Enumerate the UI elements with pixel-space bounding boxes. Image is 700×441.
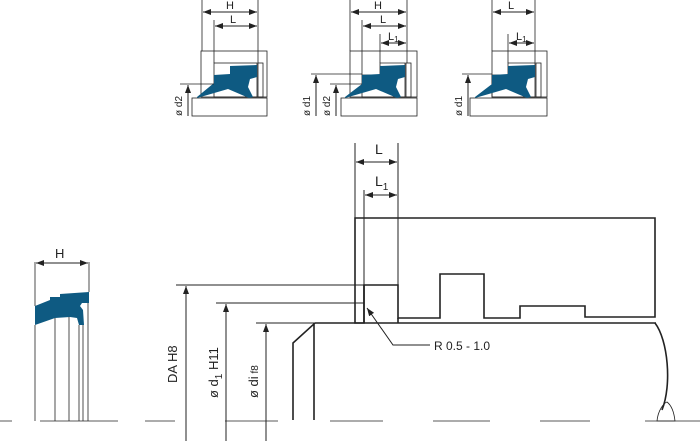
shaft	[191, 97, 268, 117]
dim-L1-label: L1	[388, 31, 399, 44]
shaft-outline	[292, 322, 656, 420]
dim-L1-label: L1	[375, 173, 389, 193]
seal-side-view: H	[34, 246, 90, 421]
dim-DA-label: DA H8	[165, 345, 180, 383]
thumbnail-seal-2: H L L1 ø d1 ø d2	[302, 0, 418, 117]
seal-profile	[345, 65, 405, 98]
dim-L1-label: L1	[516, 31, 527, 44]
thumbnail-seal-1: H L ø d2	[174, 0, 268, 117]
shaft-break	[654, 322, 669, 411]
diameter-d2-label: ø d2	[322, 96, 333, 116]
dim-L-label: L	[508, 0, 514, 12]
dim-di-label: ø di f8	[246, 365, 261, 398]
diameter-d1-label: ø d1	[302, 96, 313, 116]
radius-note: R 0.5 - 1.0	[434, 339, 490, 353]
installation-section: L L1 DA H8 ø d1 H11 ø di f8 R 0.5 - 1.0	[0, 141, 700, 441]
dim-L-label: L	[380, 14, 386, 26]
dim-H-label: H	[226, 0, 234, 12]
shaft	[469, 97, 548, 117]
housing	[354, 217, 656, 324]
dim-d1-label: ø d1 H11	[206, 347, 225, 398]
thumbnail-seal-3: L L1 ø d1	[454, 0, 548, 117]
seal-profile	[35, 292, 89, 325]
diameter-d1-label: ø d1	[454, 96, 465, 116]
dim-H-label: H	[374, 0, 382, 12]
diameter-label: ø d2	[174, 96, 185, 116]
dim-H-label: H	[55, 246, 64, 261]
dim-L-label: L	[230, 14, 236, 26]
seal-profile	[475, 65, 535, 98]
radius-leader	[366, 307, 430, 346]
dim-L-label: L	[375, 141, 383, 157]
seal-profile	[197, 65, 257, 98]
shaft	[340, 97, 418, 117]
